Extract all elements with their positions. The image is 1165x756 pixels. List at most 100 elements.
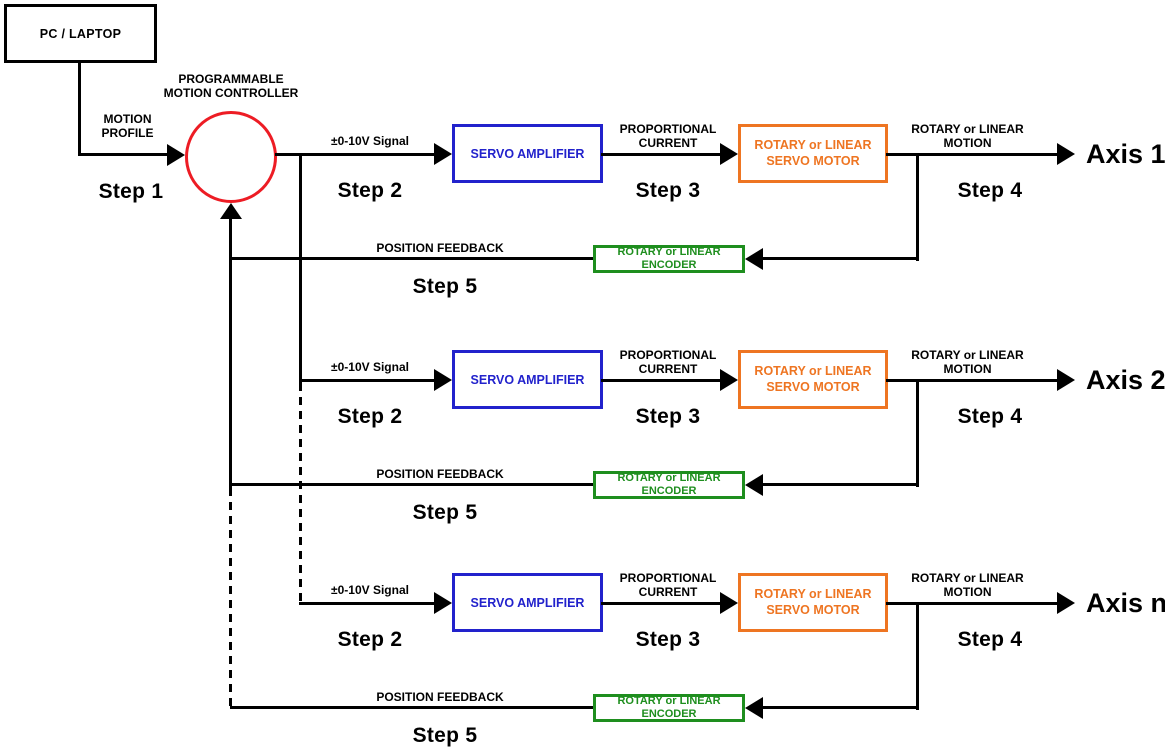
feedback-bus-dashed-line <box>229 488 232 710</box>
step-5-label: Step 5 <box>412 501 478 524</box>
motion-arrowhead <box>1057 369 1075 391</box>
signal-label: ±0-10V Signal <box>331 360 409 374</box>
motion-output-label: ROTARY or LINEAR MOTION <box>880 571 1055 600</box>
encoder-box: ROTARY or LINEAR ENCODER <box>593 471 745 499</box>
feedback-line-left <box>230 257 593 260</box>
servo-motor-box: ROTARY or LINEAR SERVO MOTOR <box>738 124 888 183</box>
proportional-current-line1: PROPORTIONAL <box>619 348 717 362</box>
servo-motor-line1: ROTARY or LINEAR <box>754 586 872 601</box>
servo-motor-line1: ROTARY or LINEAR <box>754 363 872 378</box>
proportional-current-line2: CURRENT <box>638 136 698 151</box>
signal-line <box>299 379 436 382</box>
feedback-branch-line <box>916 155 919 261</box>
servo-motor-box: ROTARY or LINEAR SERVO MOTOR <box>738 350 888 409</box>
proportional-current-line1: PROPORTIONAL <box>619 122 717 136</box>
step-2-label: Step 2 <box>337 628 403 651</box>
step-3-label: Step 3 <box>635 628 701 651</box>
step-3-label: Step 3 <box>635 405 701 428</box>
motion-profile-label: MOTION PROFILE <box>90 112 165 141</box>
pc-output-line-vertical <box>78 63 81 156</box>
feedback-line-right <box>761 257 919 260</box>
motion-output-label: ROTARY or LINEAR MOTION <box>880 348 1055 377</box>
feedback-line-left <box>230 706 593 709</box>
step-1-label: Step 1 <box>98 180 164 203</box>
feedback-arrowhead <box>745 474 763 496</box>
current-arrowhead <box>720 592 738 614</box>
pc-output-line-horizontal <box>78 153 169 156</box>
controller-label-line1: PROGRAMMABLE <box>178 72 284 86</box>
feedback-line-right <box>761 483 919 486</box>
signal-arrowhead <box>434 369 452 391</box>
motion-profile-label-line1: MOTION <box>103 112 152 126</box>
servo-amplifier-label: SERVO AMPLIFIER <box>470 146 585 161</box>
feedback-bus-arrowhead-up <box>220 203 242 219</box>
position-feedback-label: POSITION FEEDBACK <box>376 690 504 704</box>
proportional-current-line1: PROPORTIONAL <box>619 571 717 585</box>
signal-label: ±0-10V Signal <box>331 583 409 597</box>
proportional-current-line2: CURRENT <box>638 585 698 600</box>
motion-output-line1: ROTARY or LINEAR <box>911 348 1024 362</box>
signal-bus-solid-line <box>299 153 302 383</box>
controller-label: PROGRAMMABLE MOTION CONTROLLER <box>106 72 356 101</box>
position-feedback-label: POSITION FEEDBACK <box>376 467 504 481</box>
proportional-current-label: PROPORTIONAL CURRENT <box>598 122 738 151</box>
step-2-label: Step 2 <box>337 179 403 202</box>
motion-output-line1: ROTARY or LINEAR <box>911 122 1024 136</box>
current-arrowhead <box>720 369 738 391</box>
servo-motor-line2: SERVO MOTOR <box>766 153 860 168</box>
proportional-current-line2: CURRENT <box>638 362 698 377</box>
feedback-bus-solid-line <box>229 217 232 488</box>
servo-motor-box: ROTARY or LINEAR SERVO MOTOR <box>738 573 888 632</box>
step-3-label: Step 3 <box>635 179 701 202</box>
motion-line <box>886 153 1059 156</box>
motion-arrowhead <box>1057 592 1075 614</box>
step-4-label: Step 4 <box>957 405 1023 428</box>
motion-output-label: ROTARY or LINEAR MOTION <box>880 122 1055 151</box>
motion-controller-circle <box>185 111 277 203</box>
signal-label: ±0-10V Signal <box>331 134 409 148</box>
encoder-line1: ROTARY or LINEAR <box>617 246 721 259</box>
motion-line <box>886 379 1059 382</box>
proportional-current-label: PROPORTIONAL CURRENT <box>598 571 738 600</box>
servo-amplifier-label: SERVO AMPLIFIER <box>470 595 585 610</box>
step-5-label: Step 5 <box>412 724 478 747</box>
servo-amplifier-box: SERVO AMPLIFIER <box>452 350 603 409</box>
feedback-branch-line <box>916 604 919 710</box>
motion-output-line1: ROTARY or LINEAR <box>911 571 1024 585</box>
servo-motor-line2: SERVO MOTOR <box>766 379 860 394</box>
servo-amplifier-box: SERVO AMPLIFIER <box>452 124 603 183</box>
pc-laptop-label: PC / LAPTOP <box>39 26 122 41</box>
step-5-label: Step 5 <box>412 275 478 298</box>
pc-laptop-box: PC / LAPTOP <box>4 4 157 63</box>
servo-amplifier-box: SERVO AMPLIFIER <box>452 573 603 632</box>
motion-output-line2: MOTION <box>943 585 992 600</box>
feedback-branch-line <box>916 381 919 487</box>
encoder-box: ROTARY or LINEAR ENCODER <box>593 245 745 273</box>
motion-line <box>886 602 1059 605</box>
signal-line <box>299 602 436 605</box>
current-line <box>601 602 722 605</box>
axis-label: Axis 2 <box>1086 365 1165 395</box>
signal-arrowhead <box>434 592 452 614</box>
axis-label: Axis n <box>1086 588 1165 618</box>
feedback-line-left <box>230 483 593 486</box>
encoder-line2: ENCODER <box>641 259 697 271</box>
current-line <box>601 153 722 156</box>
signal-arrowhead <box>434 143 452 165</box>
axis-label: Axis 1 <box>1086 139 1165 169</box>
servo-motor-line2: SERVO MOTOR <box>766 602 860 617</box>
proportional-current-label: PROPORTIONAL CURRENT <box>598 348 738 377</box>
feedback-arrowhead <box>745 248 763 270</box>
encoder-line2: ENCODER <box>641 708 697 720</box>
motion-output-line2: MOTION <box>943 136 992 151</box>
motion-profile-label-line2: PROFILE <box>101 126 154 141</box>
position-feedback-label: POSITION FEEDBACK <box>376 241 504 255</box>
motion-arrowhead <box>1057 143 1075 165</box>
step-4-label: Step 4 <box>957 628 1023 651</box>
step-4-label: Step 4 <box>957 179 1023 202</box>
motion-profile-arrowhead <box>167 144 185 166</box>
current-arrowhead <box>720 143 738 165</box>
encoder-line1: ROTARY or LINEAR <box>617 472 721 485</box>
encoder-line2: ENCODER <box>641 485 697 497</box>
